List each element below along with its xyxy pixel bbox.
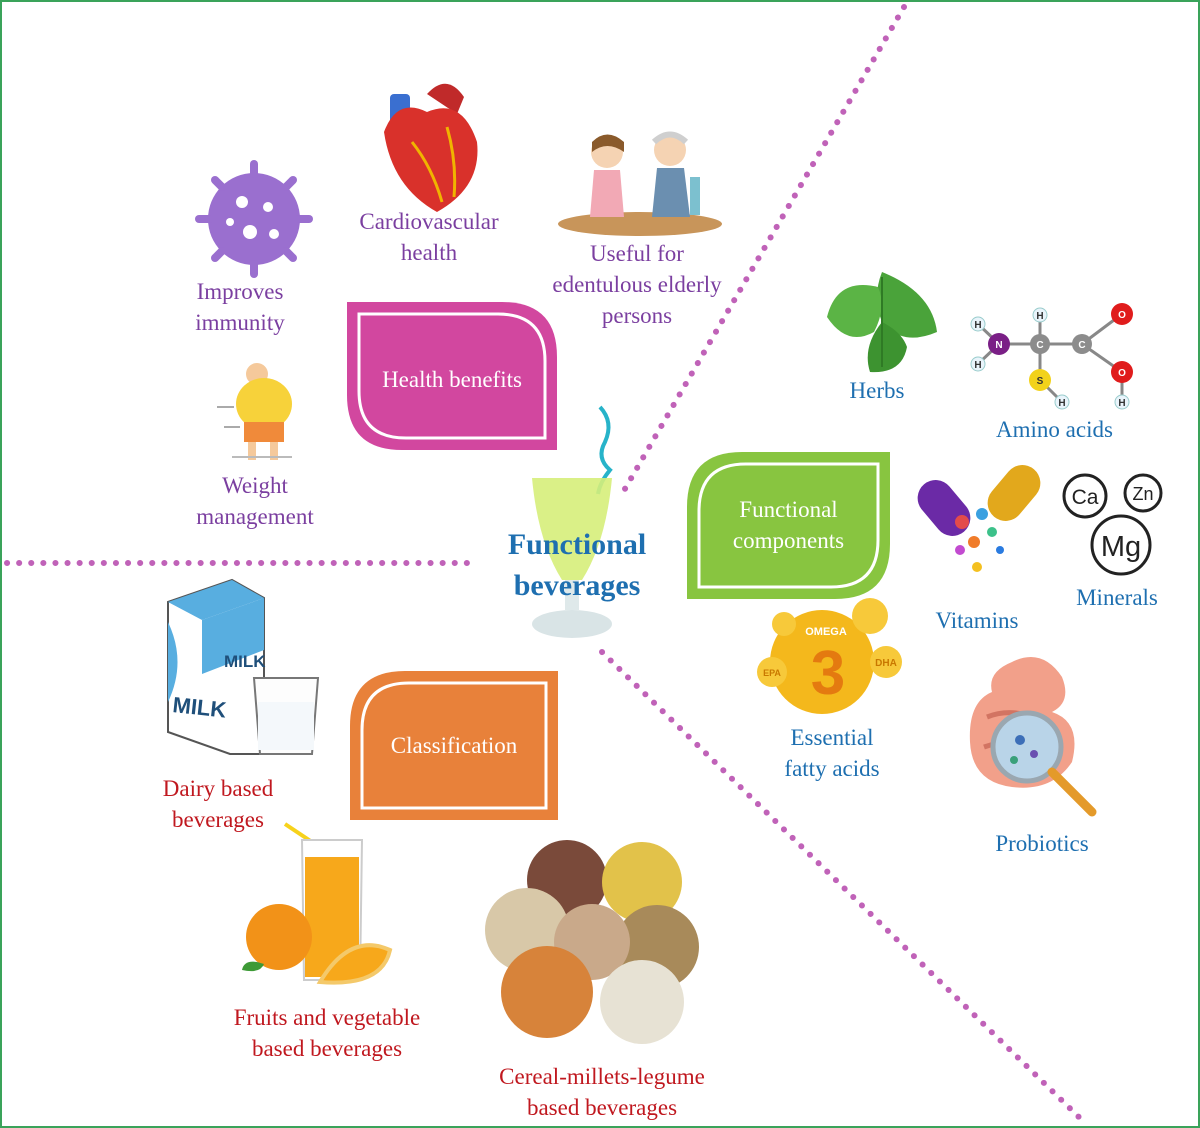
leaf-health-benefits [347,302,557,450]
center-title: Functional beverages [482,524,672,606]
probiotics-label: Probiotics [995,831,1089,856]
vitamins-label: Vitamins [935,608,1019,633]
center-title-line2: beverages [513,569,641,602]
mineral-zn-label: Zn [1132,484,1153,504]
center-title-line1: Functional [507,528,647,561]
health-benefits-title: Health benefits [382,367,522,392]
immunity-label-line1: Improves [196,279,284,304]
immunity-label: Improves immunity [170,276,310,338]
caregiver-feeding-icon [558,131,722,236]
dairy-label-line2: beverages [172,807,264,832]
functional-components-title: Functional components [687,494,890,556]
glass-icon [532,405,613,638]
mineral-ca-label: Ca [1072,486,1099,509]
omega-3-icon: OMEGA 3 EPA DHA [757,598,902,714]
minerals-label: Minerals [1076,585,1158,610]
milk-label-front: MILK [171,692,227,722]
cardiovascular-label-line2: health [400,240,458,265]
elderly-label-line2: edentulous elderly [552,272,722,297]
cardiovascular-label-line1: Cardiovascular [359,209,499,234]
elderly-label-line3: persons [601,303,673,328]
atom-s-label: S [1037,376,1044,387]
elderly-label-line1: Useful for [590,241,684,266]
cereal-label: Cereal-millets-legume based beverages [472,1061,732,1123]
minerals-icon: Ca Zn Mg [1062,473,1163,576]
virus-icon [195,160,313,278]
omega-number: 3 [811,639,845,708]
atom-h4-label: H [1058,398,1065,409]
immunity-label-line2: immunity [195,310,285,335]
weight-loss-person-icon [217,363,292,460]
functional-components-title-line2: components [732,528,845,553]
omega-dha: DHA [875,658,897,669]
elderly-label: Useful for edentulous elderly persons [532,238,742,331]
divider-upper-diagonal [619,4,907,497]
amino-acids-label: Amino acids [996,417,1113,442]
amino-acid-molecule-icon: N C C S O O H H H H H [970,303,1133,410]
omega-word: OMEGA [805,626,847,638]
weight-label: Weight management [175,470,335,532]
gut-magnifier-icon [969,657,1097,817]
cereal-label-line1: Cereal-millets-legume [499,1064,705,1089]
atom-n-label: N [995,340,1002,351]
atom-h2-label: H [974,360,981,371]
milk-glass-icon [252,677,320,755]
weight-label-line1: Weight [222,473,288,498]
milk-label-side: MILK [224,652,266,671]
atom-h5-label: H [1118,398,1125,409]
fruits-label-line1: Fruits and vegetable [233,1005,421,1030]
dairy-label: Dairy based beverages [138,773,298,835]
classification-title: Classification [390,733,518,758]
mineral-mg-label: Mg [1101,531,1141,563]
weight-label-line2: management [196,504,314,529]
heart-icon [384,83,478,212]
atom-h3-label: H [1036,311,1043,322]
atom-c1-label: C [1036,340,1043,351]
cardiovascular-label: Cardiovascular health [334,206,524,268]
divider-lower-diagonal [599,649,1087,1125]
atom-h1-label: H [974,320,981,331]
fatty-acids-label-line1: Essential [790,725,874,750]
fruits-label: Fruits and vegetable based beverages [207,1002,447,1064]
vitamin-capsules-icon [917,465,1041,572]
mint-leaves-icon [827,272,937,373]
omega-epa: EPA [763,668,781,678]
orange-juice-icon [242,822,393,985]
milk-carton-icon: MILK MILK [167,578,266,755]
cereal-label-line2: based beverages [526,1095,678,1120]
atom-o1-label: O [1118,310,1126,321]
grains-heap-icon [485,840,699,1044]
dairy-label-line1: Dairy based [162,776,274,801]
atom-c2-label: C [1078,340,1085,351]
atom-o2-label: O [1118,368,1126,379]
leaf-functional-components [687,452,890,599]
functional-components-title-line1: Functional [739,497,838,522]
fatty-acids-label: Essential fatty acids [762,722,902,784]
fatty-acids-label-line2: fatty acids [784,756,880,781]
herbs-label: Herbs [849,378,905,403]
leaf-classification [350,671,558,820]
fruits-label-line2: based beverages [251,1036,403,1061]
